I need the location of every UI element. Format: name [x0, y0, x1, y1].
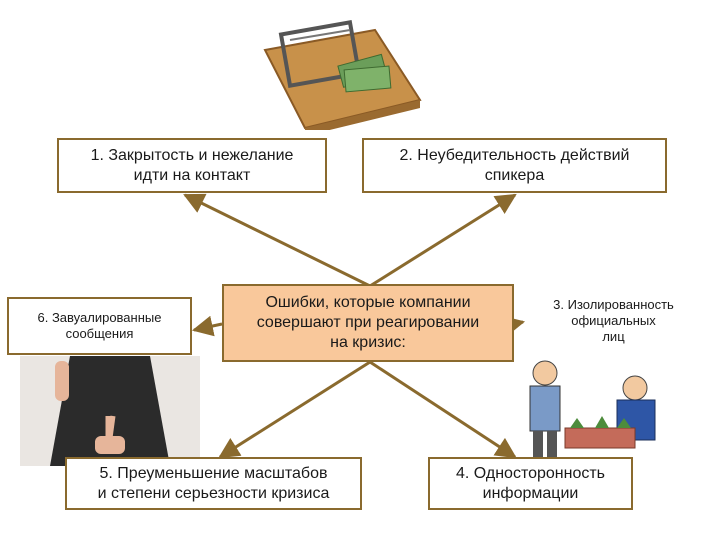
- arrow-to-box-1: [183, 193, 371, 288]
- box-3-line-2: официальных: [571, 312, 656, 328]
- box-1-line-1: 1. Закрытость и нежелание: [90, 146, 294, 164]
- box-2-line-1: 2. Неубедительность действий: [399, 146, 630, 164]
- box-3-isolated-officials: 3. Изолированность официальных лиц: [522, 285, 705, 357]
- mousetrap-with-money-image: [263, 20, 422, 130]
- arrow-to-box-3: [502, 315, 526, 337]
- center-box-crisis-mistakes: Ошибки, которые компании совершают при р…: [222, 284, 514, 362]
- box-6-line-1: 6. Завуалированные: [37, 309, 162, 325]
- man-crossed-fingers-image: [20, 356, 200, 466]
- arrow-to-box-4: [369, 360, 517, 459]
- box-2-line-2: спикера: [484, 166, 545, 184]
- arrow-to-box-2: [369, 193, 517, 288]
- center-line-1: Ошибки, которые компании: [265, 294, 471, 311]
- box-3-line-3: лиц: [602, 329, 625, 345]
- cartoon-men-with-houses-image: [529, 360, 656, 461]
- box-5-understatement: 5. Преуменьшение масштабов и степени сер…: [65, 457, 362, 510]
- box-2-unconvincing-speaker: 2. Неубедительность действий спикера: [362, 138, 667, 193]
- box-6-line-2: сообщения: [65, 326, 134, 341]
- center-line-2: совершают при реагировании: [256, 314, 480, 331]
- box-6-veiled-messages: 6. Завуалированные сообщения: [7, 297, 192, 355]
- box-4-line-1: 4. Односторонность: [455, 464, 606, 482]
- box-5-line-2: и степени серьезности кризиса: [97, 484, 330, 502]
- box-4-line-2: информации: [482, 484, 579, 502]
- box-3-line-1: 3. Изолированность: [553, 296, 674, 312]
- arrow-to-box-6: [191, 315, 223, 337]
- center-line-3: на кризис:: [330, 334, 406, 351]
- arrow-to-box-5: [218, 360, 371, 459]
- box-1-closedness: 1. Закрытость и нежелание идти на контак…: [57, 138, 327, 193]
- box-5-line-1: 5. Преуменьшение масштабов: [99, 464, 328, 482]
- box-1-line-2: идти на контакт: [133, 166, 251, 184]
- box-4-one-sided-info: 4. Односторонность информации: [428, 457, 633, 510]
